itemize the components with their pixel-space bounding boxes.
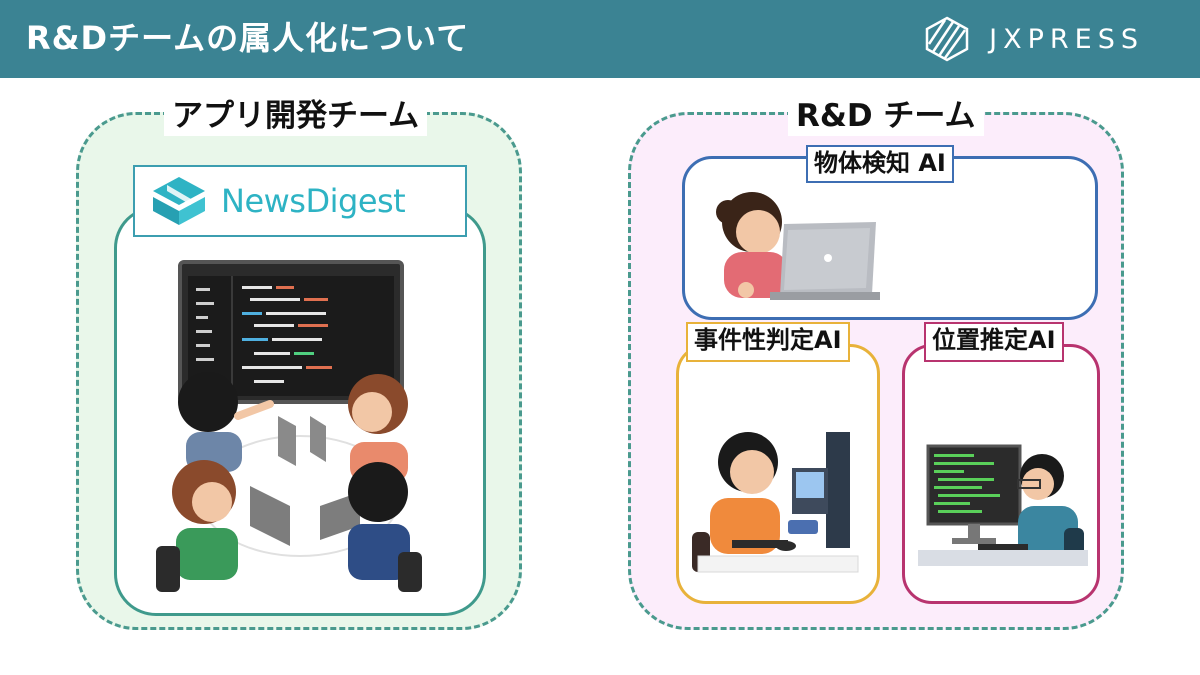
boy-desktop-illustration [692, 428, 868, 578]
newsdigest-mark-icon [149, 175, 209, 227]
object-detection-label: 物体検知 AI [806, 145, 954, 183]
newsdigest-logo: NewsDigest [133, 165, 467, 237]
app-team-title: アプリ開発チーム [164, 96, 428, 136]
slide-title: R&Dチームの属人化について [26, 19, 470, 57]
woman-laptop-illustration [706, 174, 886, 304]
rd-team-title: R&D チーム [788, 96, 984, 136]
brand: JXPRESS [923, 16, 1144, 62]
incident-judgment-label: 事件性判定AI [686, 322, 850, 362]
position-estimation-label: 位置推定AI [924, 322, 1064, 362]
header-bar: R&Dチームの属人化について JXPRESS [0, 0, 1200, 78]
jx-hexagon-logo-icon [923, 16, 971, 62]
newsdigest-wordmark: NewsDigest [221, 182, 406, 220]
man-coding-illustration [918, 440, 1088, 570]
brand-name: JXPRESS [989, 23, 1144, 55]
team-meeting-illustration [150, 256, 450, 596]
